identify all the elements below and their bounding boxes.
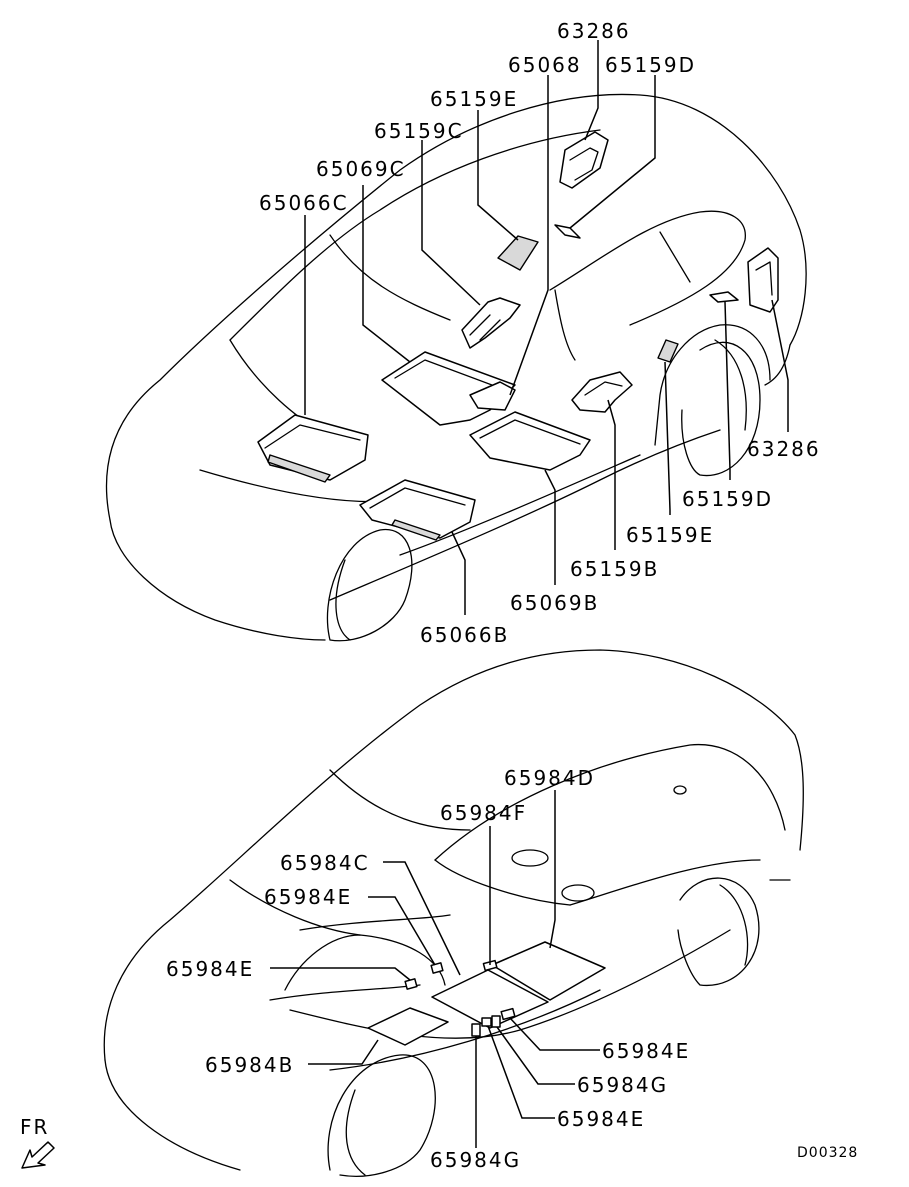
front-arrow-icon <box>21 1141 55 1169</box>
label-65984F: 65984F <box>440 801 527 825</box>
bottom-vehicle-outline <box>103 649 804 1177</box>
pad-63286-front <box>747 247 779 313</box>
pad-65159D-lower <box>709 291 739 303</box>
label-65159B: 65159B <box>570 557 659 581</box>
label-65984E-a: 65984E <box>264 885 352 909</box>
label-65984E-d: 65984E <box>557 1107 645 1131</box>
bottom-leader-lines <box>270 790 600 1148</box>
label-65066B: 65066B <box>420 623 509 647</box>
label-65159E-top: 65159E <box>430 87 518 111</box>
diagram-code: D00328 <box>797 1145 858 1161</box>
label-65984B: 65984B <box>205 1053 294 1077</box>
pad-65159D-small <box>554 224 581 239</box>
pad-65069C-floor <box>381 351 516 426</box>
label-65069B: 65069B <box>510 591 599 615</box>
label-65984G-b: 65984G <box>430 1148 521 1172</box>
label-65159E-lower: 65159E <box>626 523 714 547</box>
pad-65159B-bracket <box>571 371 633 413</box>
label-65984D: 65984D <box>504 766 595 790</box>
clip-65984E-left <box>404 978 418 990</box>
label-65159D-top: 65159D <box>605 53 696 77</box>
label-65984G-a: 65984G <box>577 1073 668 1097</box>
top-labels: 63286 65068 65159D 65159E 65159C 65069C … <box>259 19 821 647</box>
label-63286-top: 63286 <box>557 19 631 43</box>
label-65069C: 65069C <box>316 157 406 181</box>
label-65159C: 65159C <box>374 119 464 143</box>
clip-65984F <box>482 959 498 972</box>
label-65984E-b: 65984E <box>166 957 254 981</box>
sheet-65984B <box>367 1007 449 1046</box>
label-65068: 65068 <box>508 53 582 77</box>
pad-63286-rear-upper <box>559 131 609 189</box>
fr-label: FR <box>20 1115 49 1139</box>
clip-65984E-right <box>500 1007 516 1021</box>
clip-65984E-mid <box>430 962 444 974</box>
pad-65066B-floor <box>359 479 476 541</box>
bottom-labels: 65984D 65984F 65984C 65984E 65984E 65984… <box>166 766 690 1172</box>
label-65159D-lower: 65159D <box>682 487 773 511</box>
label-65984E-c: 65984E <box>602 1039 690 1063</box>
pad-65159C-bracket <box>461 297 521 349</box>
sheet-65984D <box>491 941 606 1001</box>
pad-65069B-floor <box>469 411 591 471</box>
label-65066C: 65066C <box>259 191 349 215</box>
top-leader-lines <box>304 40 789 615</box>
clip-65984E-bottom <box>481 1017 492 1027</box>
clip-65984G-right <box>491 1015 501 1028</box>
label-63286-front: 63286 <box>747 437 821 461</box>
sheet-65984C <box>431 969 549 1029</box>
clip-65984G-left <box>471 1023 481 1037</box>
pad-65066C-floor <box>257 414 369 483</box>
pad-65159E-upper <box>497 235 539 271</box>
front-direction-indicator: FR <box>20 1115 55 1169</box>
top-vehicle-outline <box>105 93 807 642</box>
label-65984C: 65984C <box>280 851 370 875</box>
pad-65159E-lower <box>657 339 679 363</box>
